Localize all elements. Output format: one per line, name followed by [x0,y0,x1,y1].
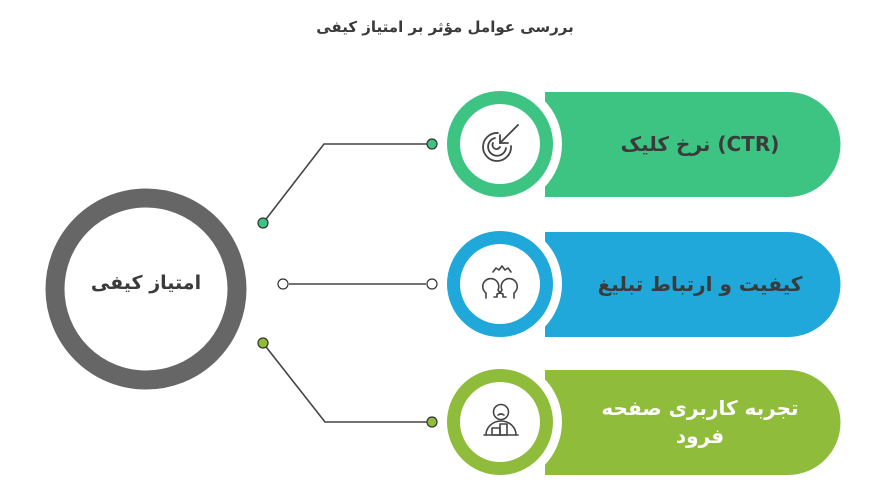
center-label: امتیاز کیفی [90,272,202,294]
factor-label-landing-page: تجربه کاربری صفحه فرود [575,394,825,450]
factor-label-landing-page-line1: تجربه کاربری صفحه [601,396,799,420]
center-node [45,188,247,390]
user-with-blocks-icon [483,403,519,436]
connector-landing-page [262,342,432,423]
diagram-title: بررسی عوامل مؤثر بر امتیاز کیفی [316,18,574,36]
target-arrow-icon [482,124,519,162]
factor-pill-landing-page [438,360,841,484]
connector-dot-ctr-start [257,217,269,229]
connector-dot-ctr-end [426,138,438,150]
factor-label-ad-quality: کیفیت و ارتباط تبلیغ [597,272,803,296]
factor-pill-ad-quality [438,222,841,346]
connector-dot-landing-end [426,416,438,428]
factor-label-ctr: (CTR) نرخ کلیک [620,132,780,156]
connector-dot-ad-end [426,278,438,290]
factor-pill-ctr [438,82,841,206]
connector-dot-landing-start [257,337,269,349]
connector-dot-ad-start [277,278,289,290]
factor-label-landing-page-line2: فرود [675,424,725,448]
people-collaboration-icon [481,265,519,299]
connector-ctr [262,143,432,224]
